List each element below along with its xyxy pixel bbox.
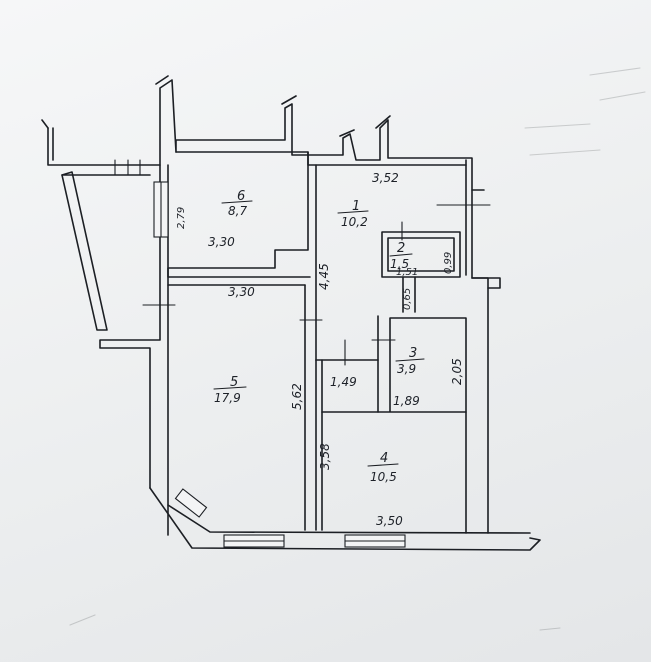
room-2-number: 2 <box>397 241 405 256</box>
room-4-area: 10,5 <box>370 470 397 484</box>
dim-room1-width: 3,52 <box>372 171 399 185</box>
dimension-labels: 3,52 4,45 1,51 0,99 0,65 1,89 2,05 1,49 … <box>176 171 464 528</box>
interior-walls <box>167 151 467 534</box>
room-5-area: 17,9 <box>214 391 241 405</box>
dim-room2-width: 1,51 <box>396 267 418 278</box>
dim-hall-width: 1,49 <box>330 375 357 389</box>
dim-room3-height: 2,05 <box>450 358 464 385</box>
room-1-area: 10,2 <box>341 215 368 229</box>
dim-room4-width: 3,50 <box>376 514 403 528</box>
windows <box>114 159 491 548</box>
room-6-area: 8,7 <box>228 204 247 218</box>
dim-room5-height: 5,62 <box>290 383 304 410</box>
dim-room4-height: 3,58 <box>318 443 332 470</box>
dim-room6-width: 3,30 <box>208 235 235 249</box>
dim-room6-height: 2,79 <box>176 207 187 229</box>
room-4-number: 4 <box>380 451 388 466</box>
room-5-number: 5 <box>230 375 238 390</box>
dim-room3-width: 1,89 <box>393 394 420 408</box>
dim-room1-height: 4,45 <box>317 263 331 290</box>
window-corner <box>174 488 208 518</box>
room-6-number: 6 <box>237 189 245 204</box>
room-3-area: 3,9 <box>397 362 416 376</box>
room-1-number: 1 <box>352 199 360 214</box>
room-2-area: 1,5 <box>390 257 409 271</box>
room-labels: 6 8,7 1 10,2 2 1,5 3 3,9 4 10,5 5 17,9 <box>213 189 425 484</box>
room-3-number: 3 <box>409 346 417 361</box>
dim-room2-height: 0,99 <box>443 252 454 274</box>
dim-room5-width: 3,30 <box>228 285 255 299</box>
dim-passage-width: 0,65 <box>402 288 413 310</box>
paper-marks <box>69 67 646 631</box>
